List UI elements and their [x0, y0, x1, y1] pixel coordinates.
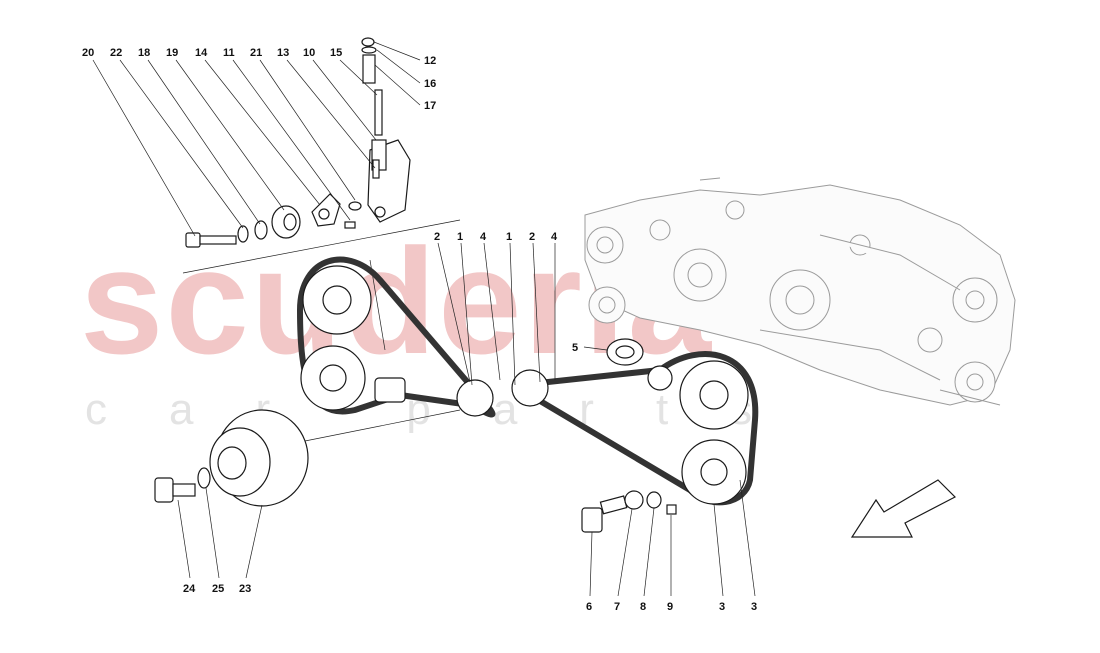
callout-10: 10	[303, 47, 315, 59]
callout-19: 19	[166, 47, 178, 59]
callout-20: 20	[82, 47, 94, 59]
callout-21: 21	[250, 47, 262, 59]
callout-belt-4a: 4	[480, 231, 487, 243]
callout-5: 5	[572, 342, 578, 354]
callout-16: 16	[424, 78, 436, 90]
crank-pulley-assembly	[154, 409, 309, 507]
callout-belt-4b: 4	[551, 231, 558, 243]
engine-block	[584, 177, 1016, 406]
callout-25: 25	[212, 583, 224, 595]
idler-pulley-left	[456, 379, 494, 417]
tensioner-body-13	[367, 139, 411, 223]
callout-belt-1b: 1	[506, 231, 512, 243]
callout-14: 14	[195, 47, 208, 59]
nut-12	[361, 37, 375, 47]
callout-belt-1a: 1	[457, 231, 463, 243]
key-11	[344, 221, 356, 229]
washer-18	[254, 220, 268, 240]
callout-numbers: 20 22 18 19 14 11 21 13 10 15 12 16 17 2…	[82, 47, 757, 613]
bolt-24	[154, 477, 174, 503]
washer-7	[624, 490, 644, 510]
spring-21	[348, 201, 362, 211]
bolt-6	[581, 507, 603, 533]
callout-24: 24	[183, 583, 196, 595]
bolt-20	[185, 232, 237, 248]
callout-12: 12	[424, 55, 436, 67]
leader-lines	[92, 41, 756, 597]
callout-7: 7	[614, 601, 620, 613]
pulley-19	[271, 205, 301, 239]
left-belt-system	[296, 256, 496, 418]
callout-22: 22	[110, 47, 122, 59]
spring-17	[362, 54, 376, 84]
bracket-14	[311, 193, 341, 227]
pin-10	[372, 159, 380, 179]
callout-13: 13	[277, 47, 289, 59]
plug-9	[666, 504, 677, 515]
callout-15: 15	[330, 47, 342, 59]
callout-11: 11	[223, 47, 235, 59]
callout-6: 6	[586, 601, 592, 613]
callout-9: 9	[667, 601, 673, 613]
callout-17: 17	[424, 100, 436, 112]
ring-8	[646, 491, 662, 509]
right-belt-system	[511, 338, 759, 506]
callout-18: 18	[138, 47, 150, 59]
callout-8: 8	[640, 601, 646, 613]
tensioner-parts	[185, 37, 411, 248]
callout-belt-2a: 2	[434, 231, 440, 243]
rod-15	[374, 89, 383, 136]
direction-arrow-icon	[850, 479, 957, 538]
callout-3a: 3	[719, 601, 725, 613]
bottom-hardware	[581, 490, 677, 533]
callout-23: 23	[239, 583, 251, 595]
watermark-tagline: car parts	[85, 385, 815, 434]
washer-22	[237, 225, 249, 243]
callout-3b: 3	[751, 601, 757, 613]
washer-25	[197, 467, 211, 489]
callout-belt-2b: 2	[529, 231, 535, 243]
idler-pulley-right	[511, 369, 549, 407]
washer-16	[361, 46, 377, 54]
